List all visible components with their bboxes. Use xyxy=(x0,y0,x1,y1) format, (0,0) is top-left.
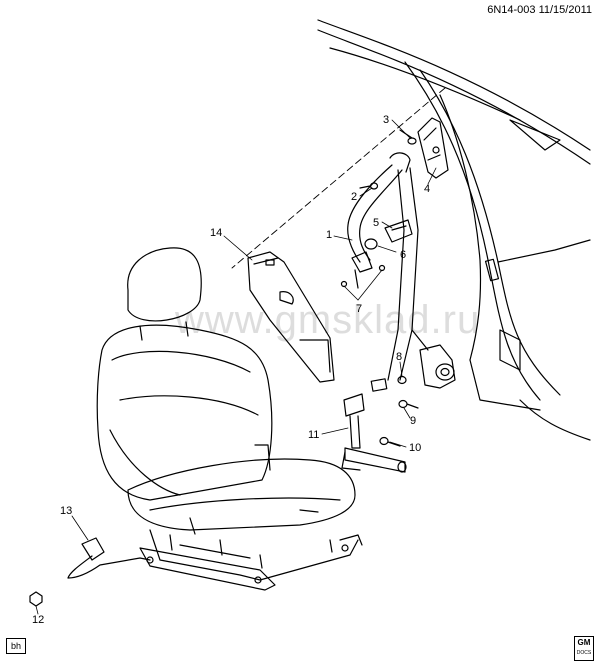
buckle-assembly xyxy=(341,393,407,473)
height-adjuster xyxy=(384,219,413,243)
gm-logo-brand: GM xyxy=(577,638,591,647)
nut-12 xyxy=(29,591,43,607)
seat-belt-webbing xyxy=(347,152,419,381)
callout-5: 5 xyxy=(373,217,379,229)
callout-11: 11 xyxy=(308,429,319,441)
bolt-3 xyxy=(399,129,417,145)
callout-6: 6 xyxy=(400,249,406,261)
watermark: www.gmsklad.ru xyxy=(175,298,481,342)
bolt-10 xyxy=(379,436,401,447)
screws-7 xyxy=(340,264,386,288)
assembly-centerline xyxy=(231,87,446,269)
gm-logo: GM DOCS xyxy=(574,636,594,661)
callout-1: 1 xyxy=(326,229,332,241)
corner-tag: bh xyxy=(6,638,26,654)
leader-lines xyxy=(35,119,437,615)
callout-12: 12 xyxy=(32,614,44,626)
callout-3: 3 xyxy=(383,114,389,126)
callout-2: 2 xyxy=(351,191,357,203)
bolt-8 xyxy=(397,375,407,385)
document-id: 6N14-003 11/15/2011 xyxy=(487,4,592,16)
callout-7: 7 xyxy=(356,303,362,315)
callout-4: 4 xyxy=(424,183,430,195)
bolt-9 xyxy=(398,399,419,409)
callout-14: 14 xyxy=(210,227,222,239)
upper-anchor-bracket xyxy=(417,117,449,179)
buckle-harness xyxy=(67,537,154,579)
seat xyxy=(96,247,363,591)
callout-8: 8 xyxy=(396,351,402,363)
cap-6 xyxy=(364,238,378,250)
callout-13: 13 xyxy=(60,505,72,517)
callout-10: 10 xyxy=(409,442,421,454)
body-pillar xyxy=(317,19,591,441)
gm-logo-sub: DOCS xyxy=(576,650,592,656)
callout-9: 9 xyxy=(410,415,416,427)
retractor xyxy=(370,329,456,392)
pillar-trim-panel xyxy=(247,251,335,383)
